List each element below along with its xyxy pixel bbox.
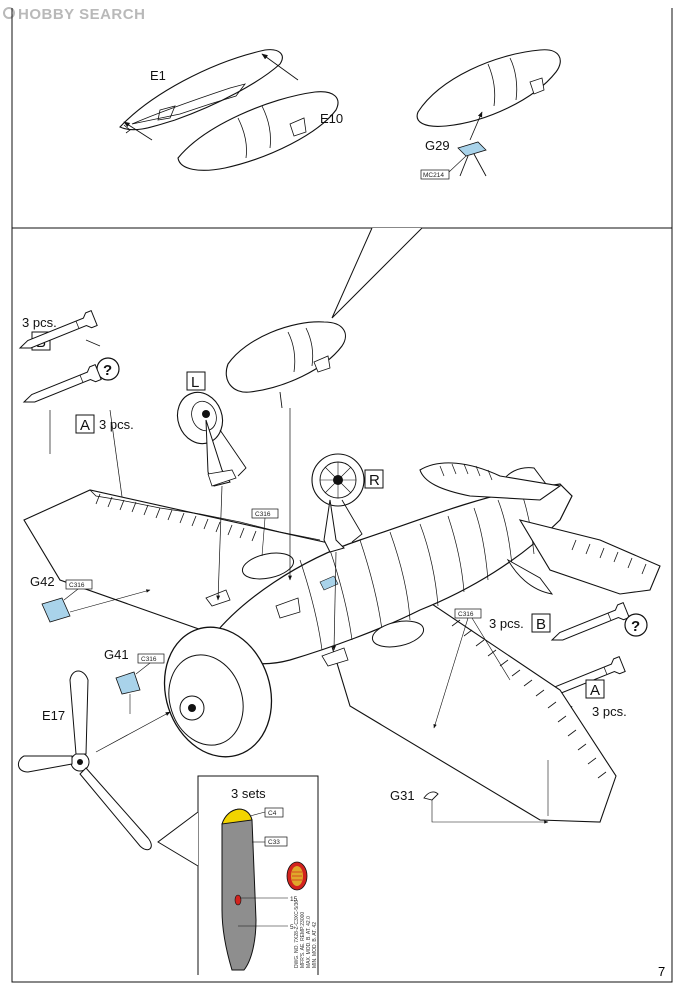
prop-blade-gray bbox=[221, 808, 257, 971]
page-number: 7 bbox=[658, 964, 665, 979]
right-wing bbox=[329, 595, 617, 823]
part-label-g29: G29 bbox=[425, 138, 450, 153]
fuselage-panel-lines bbox=[299, 493, 535, 651]
part-label-g42: G42 bbox=[30, 574, 55, 589]
decal-label-15: 15 bbox=[290, 896, 298, 903]
rockets-right-group: 3 pcs. B ? A 3 pcs. bbox=[489, 601, 648, 805]
qty-3pcs-a-right: 3 pcs. bbox=[592, 704, 627, 719]
prop-stencil-text: DWG. NO. 7X28-Z-C3XC-5/36 MFR'S. AE. REM… bbox=[294, 900, 318, 968]
assembled-tank-top bbox=[416, 49, 561, 127]
tank-half-e10 bbox=[177, 91, 339, 171]
part-g31 bbox=[423, 791, 439, 801]
qty-3pcs-a-left: 3 pcs. bbox=[99, 417, 134, 432]
mc214-box bbox=[420, 169, 450, 180]
watermark-text: HOBBY SEARCH bbox=[18, 6, 145, 23]
part-label-mc214: MC214 bbox=[423, 172, 444, 179]
question-marker-right bbox=[624, 613, 648, 637]
marker-box-a-right bbox=[585, 679, 605, 699]
question-mark-left: ? bbox=[103, 362, 112, 379]
aircraft-main-view bbox=[23, 462, 661, 823]
decal-label-5: 5 bbox=[290, 924, 294, 931]
rocket-b-left bbox=[18, 309, 98, 349]
part-label-c316-g42: C316 bbox=[69, 582, 85, 589]
part-label-e1: E1 bbox=[150, 68, 166, 83]
part-label-e17: E17 bbox=[42, 708, 65, 723]
marker-r: R bbox=[369, 472, 380, 489]
qty-3-sets: 3 sets bbox=[231, 786, 266, 801]
part-g42-group: G42 C316 bbox=[30, 574, 151, 623]
hobby-search-watermark: HOBBY SEARCH bbox=[3, 6, 145, 23]
stencil-line-2: MFR'S. AE. REMP.23000 bbox=[300, 912, 306, 968]
part-label-c316-g41: C316 bbox=[141, 656, 157, 663]
marker-l: L bbox=[191, 374, 199, 391]
part-g29-brace bbox=[457, 141, 487, 157]
part-g41 bbox=[115, 671, 141, 695]
qty-3pcs-b-left: 3 pcs. bbox=[22, 315, 57, 330]
part-g42 bbox=[41, 597, 71, 623]
part-label-g31: G31 bbox=[390, 788, 415, 803]
prop-tip-yellow bbox=[221, 808, 253, 825]
part-label-c4: C4 bbox=[268, 810, 277, 817]
part-label-c316-right: C316 bbox=[458, 611, 474, 618]
rocket-b-right bbox=[550, 601, 630, 641]
part-label-e10: E10 bbox=[320, 111, 343, 126]
rocket-a-left bbox=[22, 363, 102, 403]
propeller-e17: E17 bbox=[18, 670, 171, 851]
left-wheel-well bbox=[241, 552, 295, 580]
stencil-line-1: DWG. NO. 7X28-Z-C3XC-5/36 bbox=[294, 900, 300, 968]
qty-3pcs-b-right: 3 pcs. bbox=[489, 616, 524, 631]
c316-callouts: C316 C316 bbox=[251, 508, 511, 729]
marker-b-right: B bbox=[536, 616, 546, 633]
drop-tank-sway-brace-g29: G29 MC214 bbox=[416, 49, 561, 180]
marker-a-left: A bbox=[80, 417, 90, 434]
part-g31-group: G31 bbox=[390, 760, 549, 824]
landing-gear-right: R bbox=[311, 453, 384, 651]
part-g41-group: G41 C316 bbox=[104, 647, 165, 714]
question-mark-right: ? bbox=[631, 618, 640, 635]
marker-box-b-right bbox=[531, 613, 551, 633]
stencil-line-4: MIN. MOD. B. AT. 42 bbox=[312, 922, 318, 968]
drop-tank-e1-e10-assembly: E1 E10 bbox=[119, 49, 343, 171]
marker-a-right: A bbox=[590, 682, 600, 699]
right-wheel-well bbox=[371, 620, 425, 648]
page-frames bbox=[11, 8, 673, 983]
part-label-g41: G41 bbox=[104, 647, 129, 662]
horizontal-stabilizer bbox=[518, 519, 661, 595]
stencil-line-3: MAX. MOD. B. AT. 42.0 bbox=[306, 916, 312, 968]
drop-tank-main-view bbox=[225, 321, 346, 581]
prop-blade-detail: 3 sets C4 C33 15 5 DWG. NO. 7X28-Z-C3XC-… bbox=[157, 775, 319, 975]
part-label-c33: C33 bbox=[268, 839, 280, 846]
landing-gear-left: L bbox=[176, 371, 247, 601]
interior-blue-panel bbox=[319, 575, 339, 591]
marker-box-a-left bbox=[75, 414, 95, 434]
left-wing-rib-ticks bbox=[95, 493, 257, 542]
marker-box-l bbox=[186, 371, 206, 391]
part-label-c316-top: C316 bbox=[255, 511, 271, 518]
marker-box-r bbox=[364, 469, 384, 489]
right-wing-rib-ticks bbox=[451, 619, 607, 779]
